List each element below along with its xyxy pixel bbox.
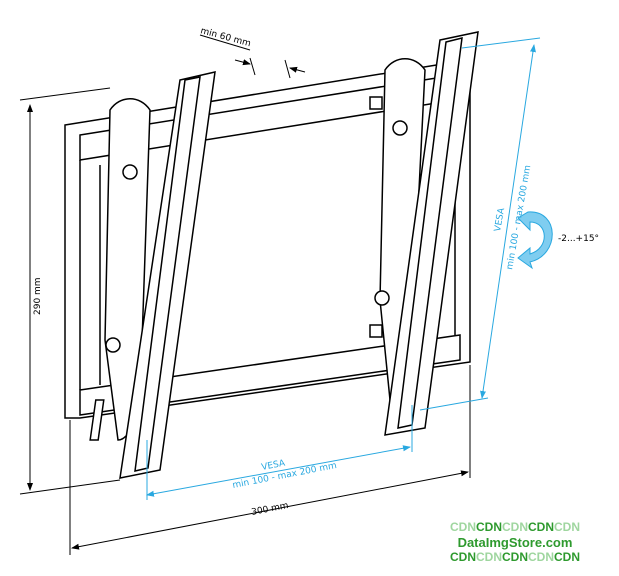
wm-text: CDN [528, 550, 554, 564]
wm-text: CDN [450, 520, 476, 534]
tilt-arrow-icon [517, 211, 553, 270]
watermark-site: DataImgStore.com [457, 535, 573, 550]
wm-text: CDN [476, 550, 502, 564]
right-bracket [374, 31, 479, 436]
watermark-line3: CDNCDNCDNCDNCDN [440, 550, 590, 565]
wm-text: CDN [502, 520, 528, 534]
wm-text: CDN [554, 550, 580, 564]
wm-text: CDN [528, 520, 554, 534]
wm-text: CDN [450, 550, 476, 564]
width-label: 300 mm [251, 501, 290, 518]
min-gap-label: min 60 mm [199, 26, 252, 49]
watermark-line1: CDNCDNCDNCDNCDN [440, 520, 590, 535]
wm-text: CDN [502, 550, 528, 564]
height-label: 290 mm [33, 277, 43, 315]
wm-text: CDN [476, 520, 502, 534]
vesa-h-title: VESA [261, 458, 287, 473]
wm-text: CDN [554, 520, 580, 534]
vesa-v-title: VESA [493, 206, 507, 232]
vesa-lines [146, 37, 541, 500]
tilt-label: -2...+15° [558, 234, 599, 244]
